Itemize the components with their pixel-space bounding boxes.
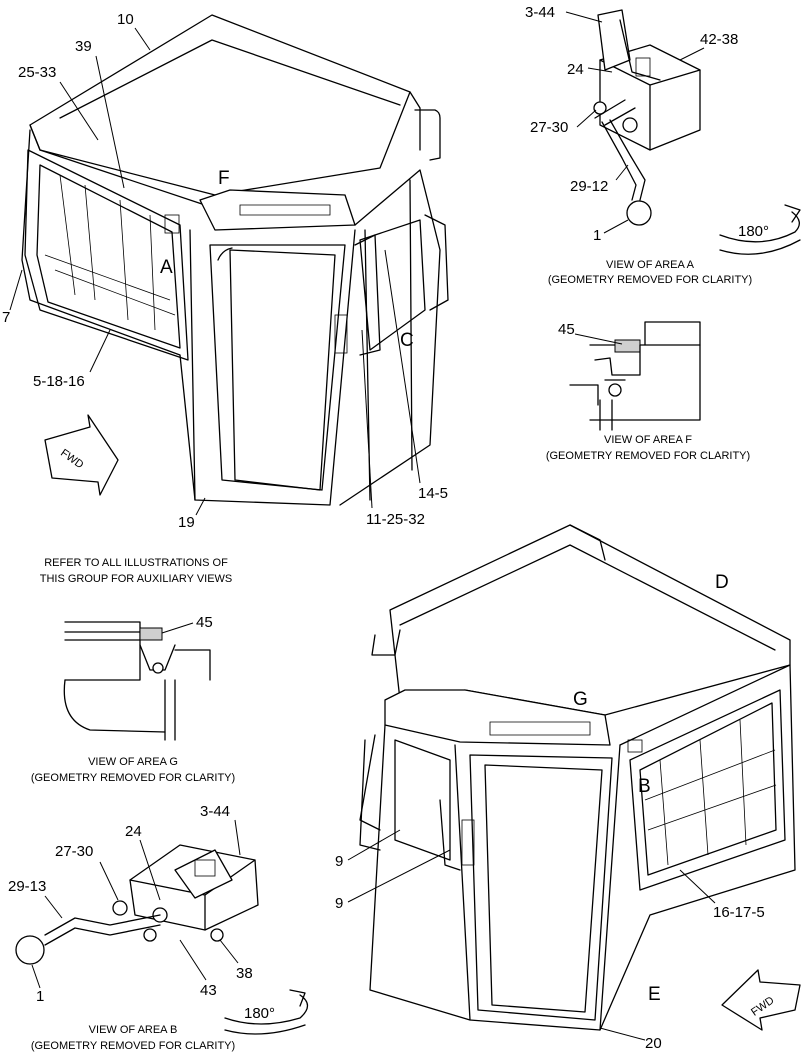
view-of-area-a (593, 9, 801, 255)
callout-9-upper: 9 (335, 853, 343, 870)
caption-b-line2: (GEOMETRY REMOVED FOR CLARITY) (31, 1040, 235, 1052)
callout-D: D (715, 572, 729, 593)
callout-7: 7 (2, 309, 10, 326)
cab-view-bottom-right (359, 524, 796, 1031)
callout-42-38-a: 42-38 (700, 31, 738, 48)
callout-B: B (638, 776, 651, 797)
callouts-view-g: 45 VIEW OF AREA G (GEOMETRY REMOVED FOR … (31, 614, 235, 784)
callouts-view-f: 45 VIEW OF AREA F (GEOMETRY REMOVED FOR … (546, 321, 750, 462)
callout-43-b: 43 (200, 982, 217, 999)
refer-note-line2: THIS GROUP FOR AUXILIARY VIEWS (40, 573, 233, 585)
caption-f-line2: (GEOMETRY REMOVED FOR CLARITY) (546, 450, 750, 462)
rotation-label-a: 180° (738, 223, 769, 240)
refer-note-line1: REFER TO ALL ILLUSTRATIONS OF (44, 557, 228, 569)
callout-38-b: 38 (236, 965, 253, 982)
callout-3-44-a: 3-44 (525, 4, 555, 21)
callouts-bottom-right-cab: D G B 9 9 16-17-5 E 20 (335, 572, 765, 1052)
callout-G: G (573, 689, 588, 710)
callout-27-30-b: 27-30 (55, 843, 93, 860)
caption-a-line2: (GEOMETRY REMOVED FOR CLARITY) (548, 274, 752, 286)
caption-a-line1: VIEW OF AREA A (606, 259, 695, 271)
caption-g-line1: VIEW OF AREA G (88, 756, 178, 768)
callout-29-13-b: 29-13 (8, 878, 46, 895)
fwd-arrow-bottom-right: FWD (721, 969, 801, 1031)
callout-A: A (160, 257, 173, 278)
view-of-area-f (569, 321, 701, 431)
callouts-top-left-cab: 10 39 25-33 F A 7 5-18-16 C 14-5 11-25-3… (2, 11, 448, 531)
callout-29-12-a: 29-12 (570, 178, 608, 195)
callout-11-25-32: 11-25-32 (366, 511, 425, 528)
caption-g-line2: (GEOMETRY REMOVED FOR CLARITY) (31, 772, 235, 784)
callout-C: C (400, 330, 414, 351)
callout-F: F (218, 168, 230, 189)
callout-27-30-a: 27-30 (530, 119, 568, 136)
callout-9-lower: 9 (335, 895, 343, 912)
callout-19: 19 (178, 514, 195, 531)
refer-note: REFER TO ALL ILLUSTRATIONS OF THIS GROUP… (40, 557, 233, 585)
callout-45-g: 45 (196, 614, 213, 631)
callout-39: 39 (75, 38, 92, 55)
callout-10: 10 (117, 11, 134, 28)
caption-f-line1: VIEW OF AREA F (604, 434, 692, 446)
cab-view-top-left (21, 14, 449, 506)
callouts-view-a: 3-44 24 42-38 27-30 29-12 1 180° VIEW OF… (525, 4, 769, 286)
callout-E: E (648, 984, 661, 1005)
callout-1-b: 1 (36, 988, 44, 1005)
caption-b-line1: VIEW OF AREA B (89, 1024, 178, 1036)
callout-24-b: 24 (125, 823, 142, 840)
callout-25-33: 25-33 (18, 64, 56, 81)
callouts-view-b: 3-44 24 27-30 29-13 1 43 38 180° VIEW OF… (8, 803, 275, 1052)
callout-20: 20 (645, 1035, 662, 1052)
callout-1-a: 1 (593, 227, 601, 244)
callout-14-5: 14-5 (418, 485, 448, 502)
view-of-area-g (63, 621, 211, 741)
callout-24-a: 24 (567, 61, 584, 78)
callout-16-17-5: 16-17-5 (713, 904, 765, 921)
view-of-area-b (15, 844, 309, 1035)
callout-5-18-16: 5-18-16 (33, 373, 85, 390)
callout-3-44-b: 3-44 (200, 803, 230, 820)
rotation-label-b: 180° (244, 1005, 275, 1022)
callout-45-f: 45 (558, 321, 575, 338)
fwd-arrow-top-left: FWD (44, 414, 119, 496)
